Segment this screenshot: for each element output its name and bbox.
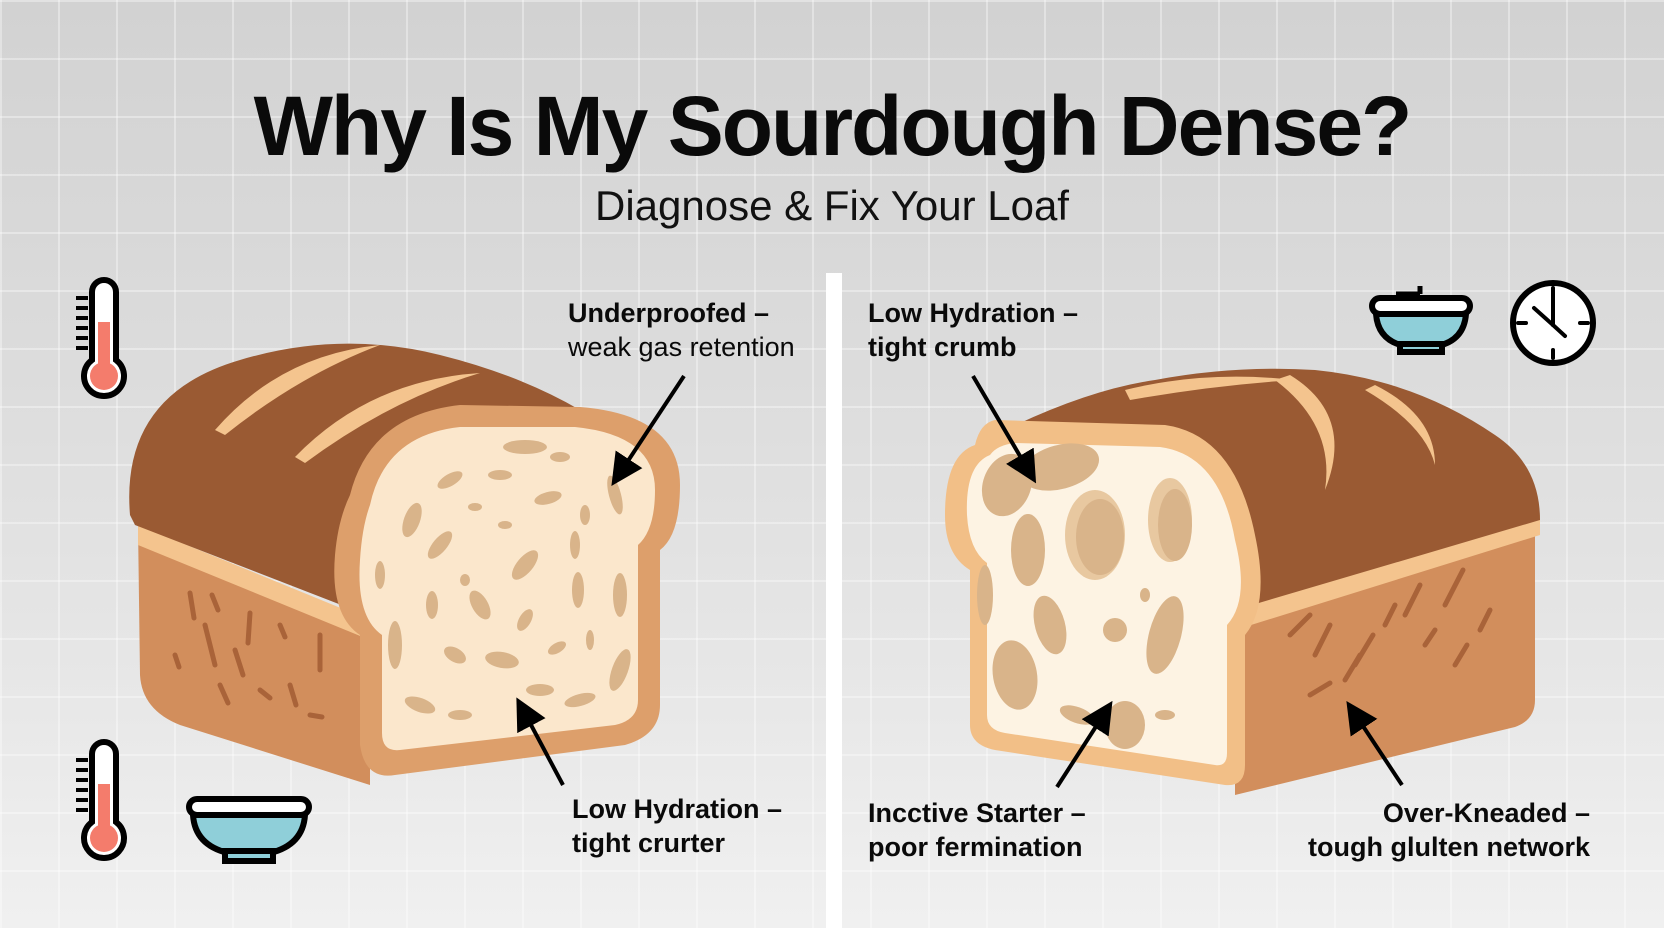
- clock-icon: [1510, 280, 1596, 366]
- bowl-icon: [186, 796, 312, 864]
- label-low-hydration-right: Low Hydration – tight crumb: [868, 298, 1079, 362]
- page-subtitle: Diagnose & Fix Your Loaf: [595, 182, 1069, 229]
- label-over-kneaded: Over-Kneaded – tough glulten network: [1308, 798, 1590, 862]
- open-crumb-loaf-illustration: [945, 368, 1540, 795]
- label-inactive-starter: Incctive Starter – poor fermination: [868, 798, 1086, 862]
- panel-divider: [826, 273, 842, 928]
- page-title: Why Is My Sourdough Dense?: [253, 79, 1413, 173]
- label-underproofed: Underproofed – weak gas retention: [568, 298, 795, 362]
- arrow-inactive-starter: [1055, 700, 1113, 789]
- thermometer-icon: [76, 277, 127, 399]
- arrow-underproofed: [611, 374, 686, 487]
- label-low-hydration-left: Low Hydration – tight crurter: [572, 794, 783, 858]
- thermometer-icon: [76, 739, 127, 861]
- bowl-icon: [1369, 286, 1473, 355]
- dense-loaf-illustration: [129, 343, 680, 785]
- arrow-low-hydration-right: [971, 374, 1037, 484]
- arrow-low-hydration-left: [516, 697, 565, 786]
- arrow-over-kneaded: [1346, 700, 1404, 787]
